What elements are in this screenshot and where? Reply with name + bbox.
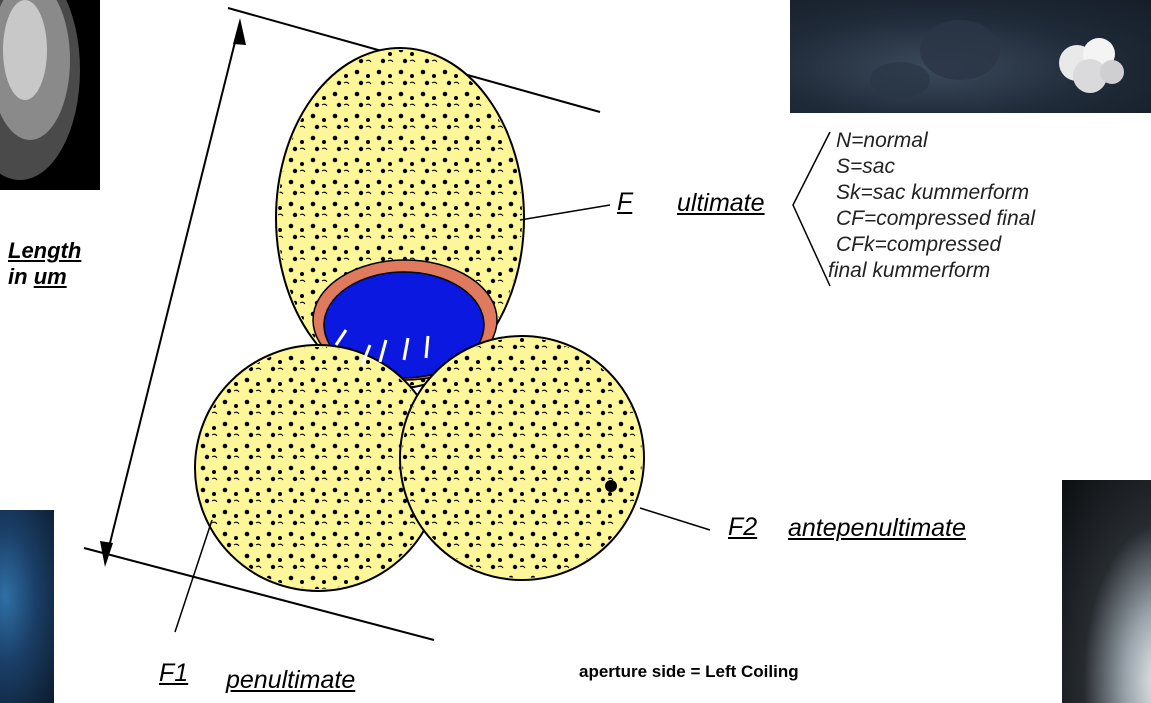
length-arrowhead-top [233, 18, 246, 45]
leader-penultimate [175, 520, 212, 632]
leader-ultimate [520, 205, 610, 220]
aperture-note-value: Left Coiling [705, 662, 798, 681]
length-word: Length [8, 238, 81, 263]
aperture-note: aperture side = Left Coiling [579, 662, 799, 682]
final-type-compressed-final: CF=compressed final [836, 206, 1035, 232]
leader-antepenultimate [640, 508, 710, 530]
length-arrowhead-bottom [100, 541, 113, 567]
final-types-bracket [793, 132, 830, 286]
length-in: in [8, 264, 28, 289]
final-type-sac-kummerform: Sk=sac kummerform [836, 180, 1035, 206]
chamber-antepenultimate-pores [402, 338, 642, 578]
penultimate-code: F1 [159, 659, 188, 688]
final-type-compressed-kummerform: CFk=compressed [836, 232, 1035, 258]
antepenultimate-name: antepenultimate [788, 514, 966, 543]
final-type-sac: S=sac [836, 154, 1035, 180]
length-label: Length in um [8, 238, 81, 290]
penultimate-name: penultimate [226, 666, 355, 695]
final-type-normal: N=normal [836, 128, 1035, 154]
final-types-list: N=normal S=sac Sk=sac kummerform CF=comp… [836, 128, 1035, 284]
ultimate-name: ultimate [677, 189, 765, 218]
antepenultimate-code: F2 [728, 513, 757, 542]
final-type-compressed-kummerform-cont: final kummerform [828, 258, 1035, 284]
aperture-note-label: aperture side = [579, 662, 705, 681]
length-unit: um [34, 264, 67, 289]
ultimate-code: F [617, 188, 632, 217]
aperture-dot [605, 480, 617, 492]
